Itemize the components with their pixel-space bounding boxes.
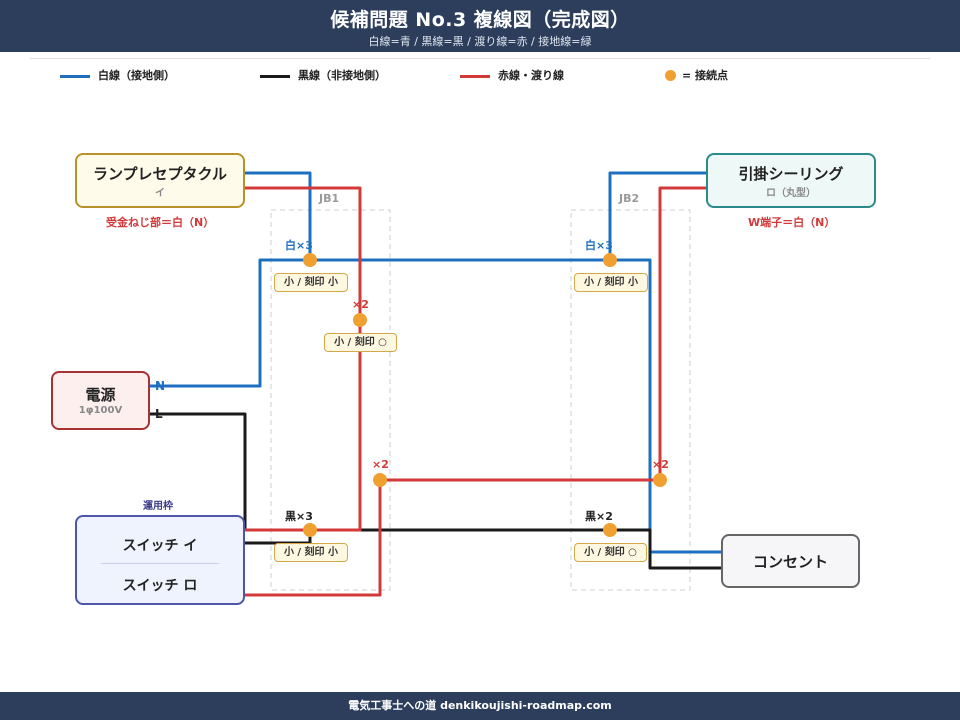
power-name: 電源: [85, 386, 116, 404]
legend-red-line: [460, 75, 490, 78]
jb2-red-count: ×2: [652, 458, 669, 471]
ceiling-note: W端子＝白（N）: [748, 216, 836, 229]
outlet-box: コンセント: [721, 534, 860, 588]
red-wire-lamp-switch: [245, 186, 362, 532]
jb2-frame: [570, 209, 691, 591]
legend-dot-label: = 接続点: [682, 69, 729, 82]
jb2-white-connection: [603, 253, 617, 267]
jb2-black-tag: 小 / 刻印 ○: [574, 543, 647, 562]
white-wire-lamp: [245, 171, 312, 260]
footer: 電気工事士への道 denkikoujishi-roadmap.com: [0, 692, 960, 720]
jb1-red2-count: ×2: [372, 458, 389, 471]
jb1-black-tag: 小 / 刻印 小: [274, 543, 348, 562]
jb1-red-tag: 小 / 刻印 ○: [324, 333, 397, 352]
jb2-white-tag: 小 / 刻印 小: [574, 273, 648, 292]
jb1-red-count: ×2: [352, 298, 369, 311]
jb2-black-count: 黒×2: [585, 510, 613, 523]
page-subtitle: 白線=青 / 黒線=黒 / 渡り線=赤 / 接地線=緑: [368, 35, 592, 48]
white-wire-main: [150, 258, 722, 554]
switch-i-label: スイッチ イ: [122, 538, 198, 554]
header: 候補問題 No.3 複線図（完成図） 白線=青 / 黒線=黒 / 渡り線=赤 /…: [0, 0, 960, 52]
ceiling-box: 引掛シーリング ロ（丸型）: [706, 153, 876, 208]
ceiling-name: 引掛シーリング: [738, 165, 844, 183]
red-wire-ceiling-switch: [245, 186, 706, 597]
legend-red-label: 赤線・渡り線: [498, 69, 564, 82]
jb1-white-count: 白×3: [285, 239, 313, 252]
jb1-red2-connection: [373, 473, 387, 487]
lamp-name: ランプレセプタクル: [92, 165, 228, 183]
power-l-label: L: [155, 407, 163, 421]
black-wire-main: [150, 412, 722, 570]
legend-black-line: [260, 75, 290, 78]
page-title: 候補問題 No.3 複線図（完成図）: [330, 9, 630, 31]
jb1-frame: [270, 209, 391, 591]
lamp-code: イ: [155, 188, 165, 199]
power-source-box: 電源 1φ100V: [51, 371, 150, 430]
lamp-receptacle-box: ランプレセプタクル イ: [75, 153, 245, 208]
jb1-black-connection: [303, 523, 317, 537]
switch-divider: [101, 563, 219, 564]
legend-connection-dot: [665, 70, 676, 81]
jb2-red-connection: [653, 473, 667, 487]
jb1-white-tag: 小 / 刻印 小: [274, 273, 348, 292]
jb2-white-count: 白×3: [585, 239, 613, 252]
jb1-red-connection: [353, 313, 367, 327]
jb1-label: JB1: [319, 192, 340, 205]
white-wire-ceiling: [608, 171, 706, 260]
switch-frame-label: 運用枠: [143, 501, 173, 512]
ceiling-code: ロ（丸型）: [766, 188, 816, 199]
power-n-label: N: [155, 379, 166, 393]
outlet-name: コンセント: [752, 553, 828, 571]
legend-white-line: [60, 75, 90, 78]
black-wire-switch: [245, 530, 312, 545]
lamp-note: 受金ねじ部＝白（N）: [106, 216, 215, 229]
jb1-white-connection: [303, 253, 317, 267]
legend-divider: [30, 58, 930, 59]
legend-black-label: 黒線（非接地側）: [298, 69, 386, 82]
power-spec: 1φ100V: [78, 405, 123, 416]
switch-ro-label: スイッチ ロ: [122, 578, 198, 594]
switch-box: スイッチ イ スイッチ ロ: [75, 515, 245, 605]
jb2-label: JB2: [619, 192, 640, 205]
jb1-black-count: 黒×3: [285, 510, 313, 523]
jb2-black-connection: [603, 523, 617, 537]
legend-white-label: 白線（接地側）: [98, 69, 175, 82]
